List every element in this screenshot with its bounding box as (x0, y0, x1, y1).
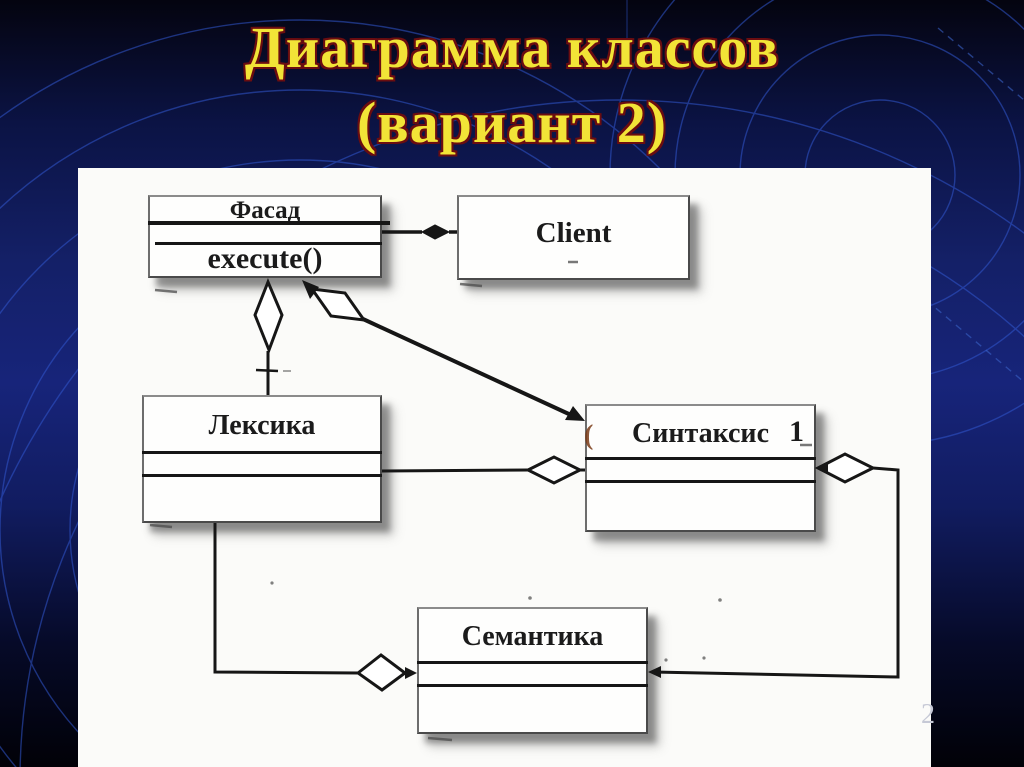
connector-line (381, 468, 529, 473)
class-box-syntax: Синтаксис 1 (585, 404, 816, 532)
connector-line (362, 317, 572, 417)
scan-speck (702, 656, 706, 660)
compartment-divider (417, 661, 648, 664)
compartment-divider (142, 451, 382, 454)
diagram-panel: Фасад execute() Client Лексика Синтаксис… (78, 168, 931, 767)
scan-speck (149, 523, 173, 529)
scan-speck (270, 581, 274, 585)
multiplicity-label: 1 (789, 415, 804, 448)
scan-speck (154, 288, 178, 294)
slide-title-line2: (вариант 2) (356, 90, 668, 155)
class-box-facade: Фасад execute() (148, 195, 390, 278)
class-name-facade: Фасад (229, 197, 301, 224)
compartment-divider (585, 457, 816, 460)
class-name-client: Client (535, 217, 612, 249)
multiplicity-tick (255, 368, 279, 373)
scan-speck (664, 658, 668, 662)
class-operation-execute: execute() (207, 242, 323, 275)
compartment-divider (148, 221, 390, 225)
compartment-divider (155, 242, 382, 245)
scan-speck (718, 598, 722, 602)
arrowhead-icon (405, 667, 417, 679)
arrowhead-icon (648, 666, 661, 678)
aggregation-diamond-icon (814, 452, 877, 484)
slide-title: Диаграмма классов (вариант 2) (0, 10, 1024, 160)
aggregation-diamond-icon (308, 287, 368, 322)
arrowhead-icon (302, 280, 319, 299)
class-name-syntax: Синтаксис (631, 418, 769, 449)
arrowhead-icon (565, 406, 585, 421)
scan-speck (528, 596, 532, 600)
composition-diamond-icon (420, 224, 451, 240)
aggregation-diamond-icon (253, 278, 284, 355)
compartment-divider (585, 480, 816, 483)
arrowhead-icon (816, 462, 828, 474)
class-name-semantika: Семантика (461, 621, 604, 652)
slide-title-line1: Диаграмма классов (244, 15, 780, 80)
class-box-lexika: Лексика (142, 395, 382, 523)
class-box-client: Client (457, 195, 690, 280)
compartment-divider (142, 474, 382, 477)
connector-line (213, 523, 359, 675)
class-name-lexika: Лексика (208, 410, 316, 441)
class-box-semantika: Семантика (417, 607, 648, 734)
scan-speck (459, 282, 483, 288)
aggregation-diamond-icon (524, 455, 584, 485)
aggregation-diamond-icon (355, 653, 408, 692)
compartment-divider (417, 684, 648, 687)
scan-speck (427, 736, 453, 742)
page-number: 2 (921, 699, 935, 730)
